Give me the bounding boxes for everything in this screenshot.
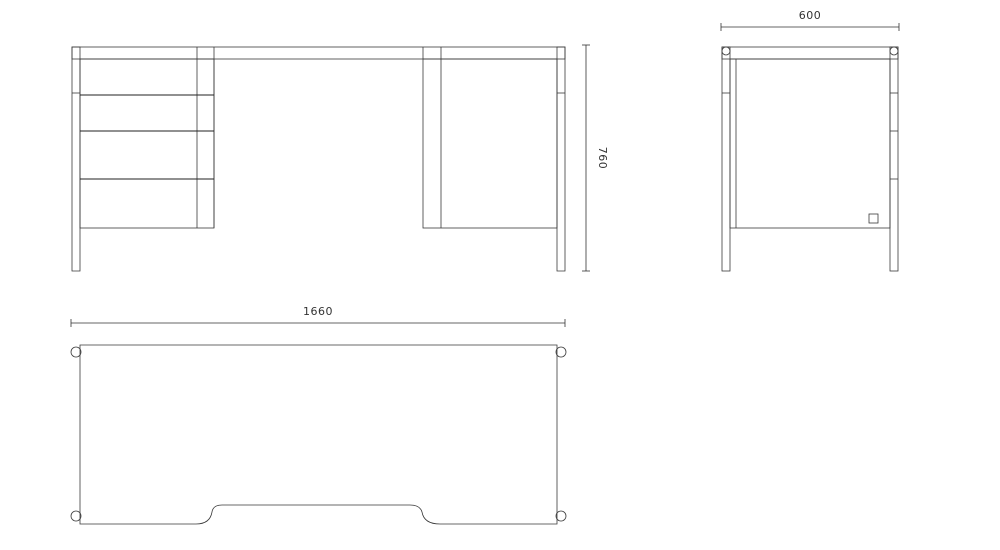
- door-cabinet: [422, 58, 558, 229]
- side-desktop: [721, 46, 899, 60]
- front-right-leg: [556, 46, 566, 272]
- depth-label: 600: [799, 9, 822, 22]
- side-cabinet: [729, 58, 891, 229]
- side-handle: [868, 213, 879, 224]
- side-view: 600: [720, 9, 900, 272]
- front-left-leg: [71, 46, 81, 272]
- front-view: 760: [71, 44, 609, 272]
- width-label: 1660: [303, 305, 333, 318]
- front-drawer-unit: [79, 47, 215, 229]
- side-right-leg: [889, 46, 899, 272]
- top-leg: [555, 510, 567, 522]
- top-leg: [70, 510, 82, 522]
- top-desktop-outline: [79, 344, 558, 525]
- height-label: 760: [596, 147, 609, 170]
- width-dimension: 1660: [70, 305, 566, 327]
- top-leg: [555, 346, 567, 358]
- side-leg-cap: [889, 46, 899, 56]
- side-left-leg: [721, 46, 731, 272]
- front-desktop: [71, 46, 566, 60]
- front-cabinet-unit: [422, 47, 558, 229]
- height-dimension: 760: [582, 44, 609, 272]
- top-leg: [70, 346, 82, 358]
- side-leg-cap: [721, 46, 731, 56]
- drawer-cabinet: [79, 58, 215, 229]
- top-view: 1660: [70, 305, 567, 525]
- depth-dimension: 600: [720, 9, 900, 31]
